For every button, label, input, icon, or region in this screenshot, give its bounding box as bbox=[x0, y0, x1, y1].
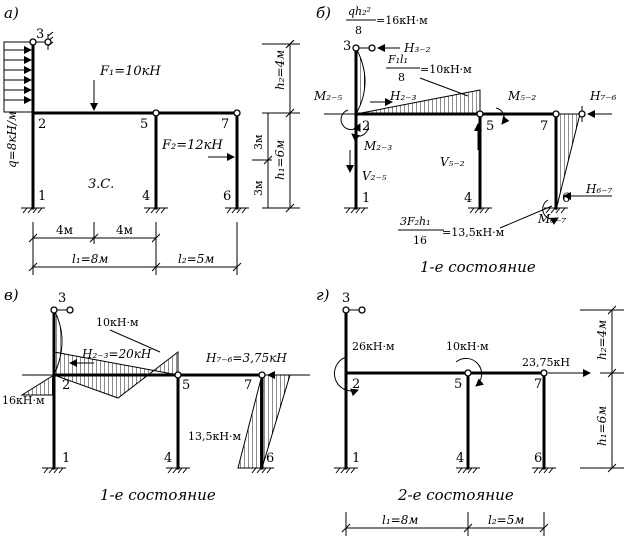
node-3-label-c: 3 bbox=[58, 291, 66, 306]
node-6-label: 6 bbox=[223, 189, 231, 204]
moment-10-label-d: 10кН·м bbox=[446, 340, 489, 353]
dim-h1-label: h₁=6м bbox=[273, 140, 287, 180]
dim-h2-label: h₂=4м bbox=[273, 50, 287, 90]
force-f1-label: F₁=10кН bbox=[99, 64, 161, 79]
node-6-label-c: 6 bbox=[266, 451, 274, 466]
node-2-label-b: 2 bbox=[362, 119, 370, 134]
moment-10-label-c: 10кН·м bbox=[96, 316, 139, 329]
caption-b: 1-е состояние bbox=[420, 258, 536, 276]
label-h23: H₂₋₃ bbox=[389, 89, 417, 103]
label-m67: M₆₋₇ bbox=[537, 212, 566, 226]
dim-l1-label-d: l₁=8м bbox=[382, 513, 418, 527]
label-h76: H₇₋₆ bbox=[589, 89, 617, 103]
moment-135-label-c: 13,5кН·м bbox=[188, 430, 241, 443]
node-4-label-c: 4 bbox=[164, 451, 172, 466]
fh-denominator: 16 bbox=[413, 234, 427, 247]
distributed-load-q bbox=[3, 41, 33, 113]
node-7-label: 7 bbox=[221, 117, 229, 132]
dim-h2-label-d: h₂=4м bbox=[595, 320, 609, 360]
node-2-label-d: 2 bbox=[352, 377, 360, 392]
qh2-value: =16кН·м bbox=[376, 14, 428, 27]
label-h23-c: H₂₋₃=20кН bbox=[81, 347, 152, 361]
node-5-label-b: 5 bbox=[486, 119, 494, 134]
node-6-label-b: 6 bbox=[562, 191, 570, 206]
caption-c: 1-е состояние bbox=[100, 486, 216, 504]
load-q-label: q=8кН/м bbox=[5, 111, 19, 168]
qh2-numerator: qh₂² bbox=[348, 5, 371, 18]
label-m52: M₅₋₂ bbox=[507, 89, 536, 103]
label-v25: V₂₋₅ bbox=[362, 169, 387, 183]
supports-c bbox=[42, 306, 274, 474]
node-1-label: 1 bbox=[38, 189, 46, 204]
node-3-label-d: 3 bbox=[342, 291, 350, 306]
static-system-label: З.С. bbox=[88, 177, 114, 192]
label-m25: M₂₋₅ bbox=[313, 89, 342, 103]
fh-value: =13,5кН·м bbox=[442, 226, 505, 239]
panel-c-label: в) bbox=[4, 286, 19, 304]
panel-b-label: б) bbox=[316, 4, 331, 22]
dim-3m-top: 3м bbox=[252, 134, 265, 150]
dim-l1-label: l₁=8м bbox=[72, 252, 108, 266]
dimension-horizontal-d bbox=[341, 512, 549, 536]
label-h67: H₆₋₇ bbox=[585, 182, 613, 196]
panel-c: в) 3 2 1 5 4 7 6 10кН·м H₂₋₃=20кН bbox=[2, 286, 310, 504]
node-7-label-b: 7 bbox=[540, 119, 548, 134]
label-h76-c: H₇₋₆=3,75кН bbox=[205, 351, 287, 365]
dim-l2-label: l₂=5м bbox=[178, 252, 214, 266]
node-4-label-d: 4 bbox=[456, 451, 464, 466]
node-4-label: 4 bbox=[142, 189, 150, 204]
support-6 bbox=[225, 207, 249, 214]
caption-d: 2-е состояние bbox=[397, 486, 514, 504]
support-4 bbox=[144, 207, 168, 214]
node-1-label-b: 1 bbox=[362, 191, 370, 206]
supports-d bbox=[334, 306, 556, 474]
node-5-label-c: 5 bbox=[182, 378, 190, 393]
node-3-label-b: 3 bbox=[343, 39, 351, 54]
panel-d: г) 3 2 1 5 4 7 6 26кН·м 10кН·м 23,75кН bbox=[316, 286, 624, 536]
support-1 bbox=[21, 207, 45, 214]
node-7-label-c: 7 bbox=[244, 378, 252, 393]
node-3-label: 3 bbox=[36, 27, 44, 42]
node-1-label-d: 1 bbox=[352, 451, 360, 466]
label-h32: H₃₋₂ bbox=[403, 41, 431, 55]
fh-numerator: 3F₂h₁ bbox=[400, 215, 431, 228]
hinge-5 bbox=[152, 109, 160, 117]
moment-16-label-c: 16кН·м bbox=[2, 394, 45, 407]
dim-3m-bottom: 3м bbox=[252, 180, 265, 196]
panel-a-label: а) bbox=[4, 4, 19, 22]
label-v52: V₅₋₂ bbox=[440, 155, 465, 169]
panel-b: б) 3 2 1 5 4 7 6 q bbox=[313, 4, 617, 276]
force-2375-label-d: 23,75кН bbox=[522, 356, 570, 369]
dim-h1-label-d: h₁=6м bbox=[595, 406, 609, 446]
node-1-label-c: 1 bbox=[62, 451, 70, 466]
dim-4m-a: 4м bbox=[56, 223, 73, 237]
node-6-label-d: 6 bbox=[534, 451, 542, 466]
moment-diagram-joint-2-c bbox=[20, 374, 55, 396]
force-f2-label: F₂=12кН bbox=[161, 138, 223, 153]
node-7-label-d: 7 bbox=[534, 377, 542, 392]
qh2-denominator: 8 bbox=[355, 24, 362, 37]
node-2-label: 2 bbox=[38, 117, 46, 132]
node-5-label: 5 bbox=[140, 117, 148, 132]
dimension-horizontal-a bbox=[28, 222, 242, 275]
panel-d-label: г) bbox=[316, 286, 330, 304]
node-5-label-d: 5 bbox=[454, 377, 462, 392]
dim-l2-label-d: l₂=5м bbox=[488, 513, 524, 527]
moment-26-label-d: 26кН·м bbox=[352, 340, 395, 353]
fl-value: =10кН·м bbox=[420, 63, 472, 76]
dimension-vertical-d bbox=[580, 305, 624, 473]
dimension-vertical-a bbox=[252, 40, 300, 213]
fl-numerator: F₁l₁ bbox=[387, 53, 408, 66]
label-m23: M₂₋₃ bbox=[363, 139, 392, 153]
moment-10-arrow bbox=[455, 357, 484, 387]
panel-a: а) bbox=[3, 4, 300, 275]
moment-26-arrow bbox=[333, 356, 359, 397]
node-4-label-b: 4 bbox=[464, 191, 472, 206]
fl-denominator: 8 bbox=[398, 71, 405, 84]
node-2-label-c: 2 bbox=[62, 378, 70, 393]
support-3-roller bbox=[29, 31, 54, 50]
dim-4m-b: 4м bbox=[116, 223, 133, 237]
hinge-7 bbox=[233, 109, 241, 117]
